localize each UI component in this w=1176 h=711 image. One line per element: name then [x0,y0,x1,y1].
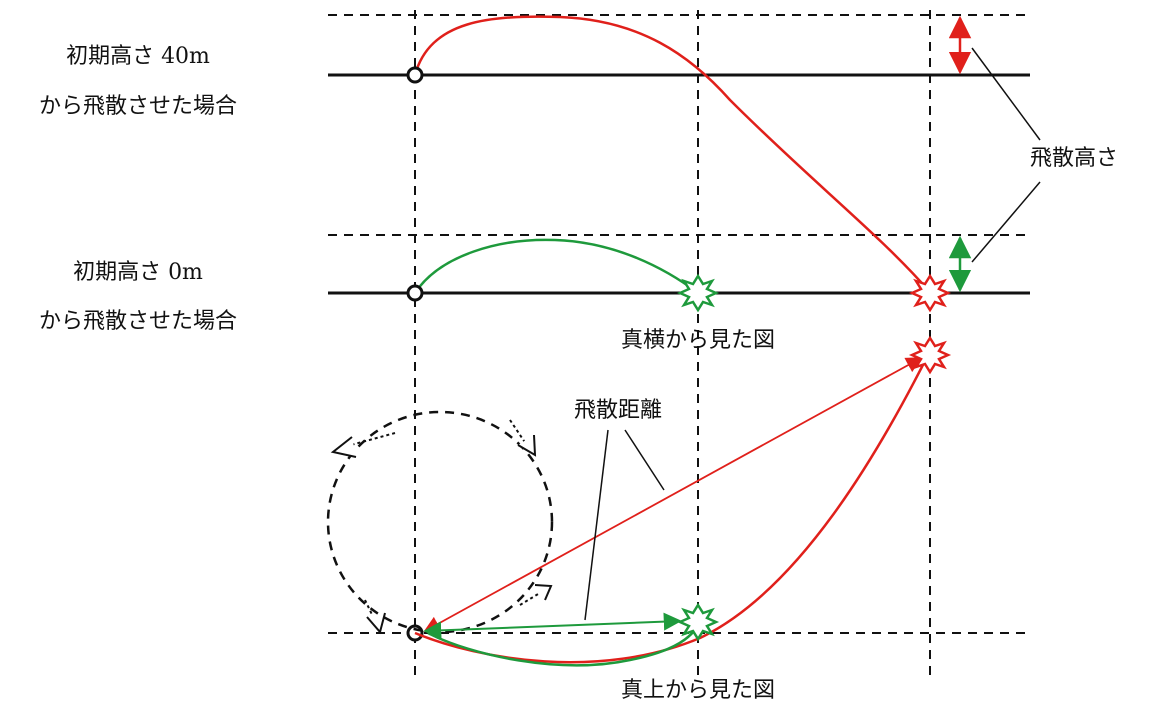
scatter-height-leader-upper [971,47,1041,141]
rotation-arrow-bottom-left [364,599,386,635]
trajectory-0m-side [413,238,699,294]
trajectory-40m-top [414,354,930,664]
landing-burst-green-top [676,602,720,642]
case-0m-label-line2: から飛散させた場合 [38,309,238,334]
trajectory-40m-side [413,15,929,291]
scatter-distance-leader-right [624,429,665,491]
side-view-caption: 真横から見た図 [620,328,776,353]
case-40m-label-line1: 初期高さ 40m [66,44,210,69]
trajectory-0m-top [427,624,700,667]
rotation-arrow-top-right [509,419,537,457]
landing-burst-red-top [908,335,952,375]
scatter-distance-arrow-0m [423,612,682,640]
scatter-distance-label: 飛散距離 [573,398,663,423]
landing-burst-green-side [676,273,720,313]
rotation-arrow-bottom-right [519,584,553,606]
scatter-height-leader-lower [971,181,1041,263]
case-0m-label-line1: 初期高さ 0m [73,260,203,285]
scatter-height-label: 飛散高さ [1030,146,1119,171]
landing-burst-red-side [908,273,952,313]
top-view-caption: 真上から見た図 [620,678,776,703]
origin-marker-0m [406,284,424,302]
case-40m-label-line2: から飛散させた場合 [38,94,238,119]
origin-marker-40m [406,66,424,84]
scatter-distance-arrow-40m [423,357,923,632]
rotation-arrow-top-left [330,432,396,458]
scatter-distance-leader-left [584,429,609,621]
